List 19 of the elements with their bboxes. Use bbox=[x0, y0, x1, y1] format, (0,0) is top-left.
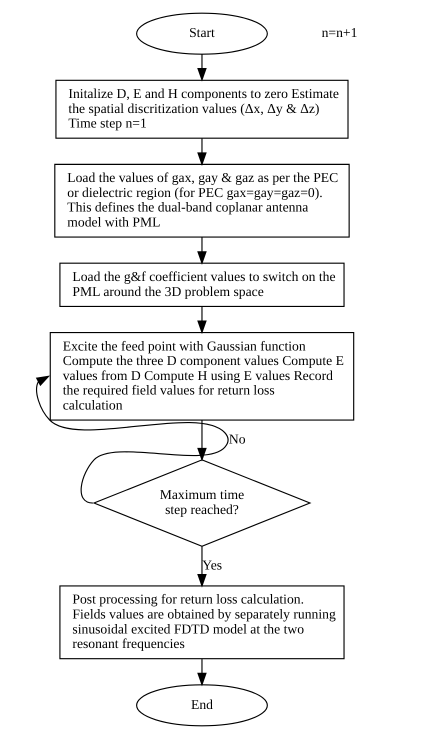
node-ellipse: End bbox=[136, 684, 268, 726]
node-box: Load the values of gax, gay & gaz as per the PEC or dielectric region (for PEC gax=gay=gaz=0). This defines the dual-band coplanar antenna model with PML bbox=[54, 164, 350, 238]
arrow bbox=[196, 420, 206, 462]
arrow bbox=[196, 306, 206, 334]
arrow bbox=[35, 376, 228, 504]
node-box: Initalize D, E and H components to zero Estimate the spatial discritization values (Δx, Δy & Δz) Time step n=1 bbox=[54, 80, 348, 139]
arrow bbox=[196, 238, 206, 265]
node-box: Post processing for return loss calculation. Fields values are obtained by separately running sinusoidal excited FDTD model at the two resonant frequencies bbox=[58, 585, 344, 660]
node-diamond: Maximum time step reached? bbox=[92, 459, 311, 547]
edge-label: No bbox=[228, 431, 246, 446]
edge-label: Yes bbox=[202, 558, 222, 573]
arrow bbox=[196, 54, 206, 82]
arrow bbox=[196, 138, 206, 166]
arrow bbox=[196, 659, 206, 686]
label: n=n+1 bbox=[321, 25, 357, 40]
node-box: Excite the feed point with Gaussian function Compute the three D component values Compute E values from D Compute H using E values Record the required field values for return loss calculation bbox=[49, 332, 354, 421]
node-box: Load the g&f coefficient values to switch on the PML around the 3D problem space bbox=[58, 262, 344, 307]
arrow bbox=[196, 546, 206, 588]
node-ellipse: Start bbox=[136, 12, 268, 55]
